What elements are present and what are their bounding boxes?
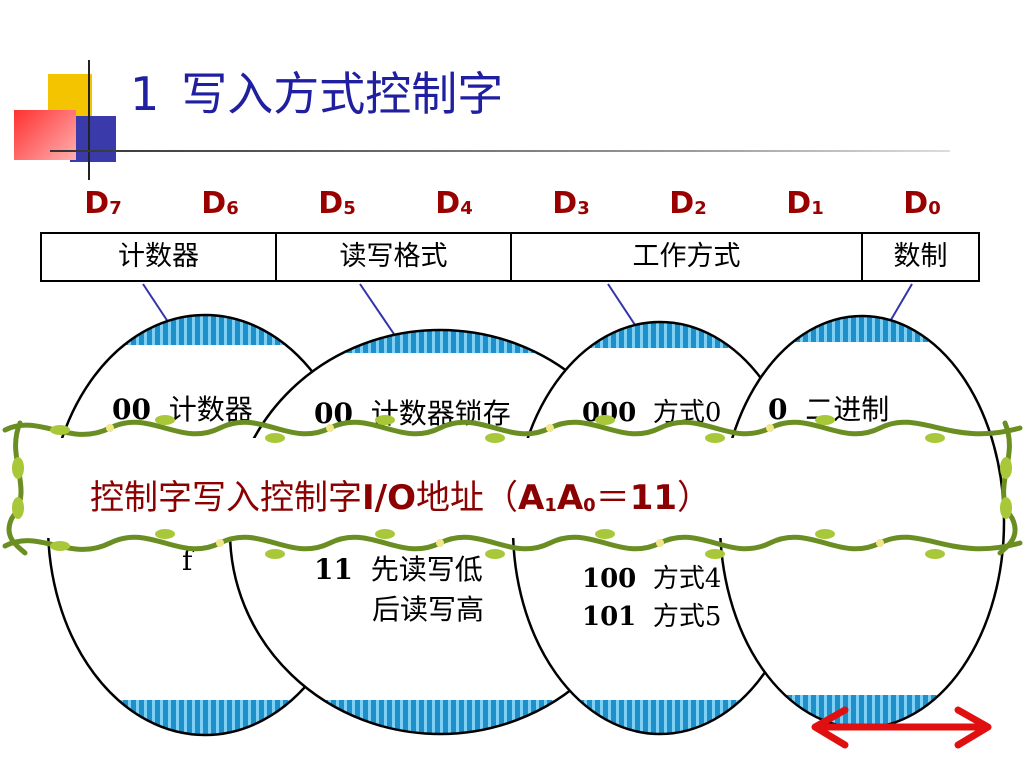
field-counter: 计数器 <box>40 232 277 282</box>
rw-line1: 00 计数器锁存 <box>314 397 511 430</box>
rw-line3: 后读写高 <box>372 593 485 626</box>
rw-line2: 11 先读写低 <box>314 553 483 586</box>
counter-line1: 00 计数器 <box>112 393 253 426</box>
bit-label-d2: D2 <box>669 186 707 221</box>
field-number-system: 数制 <box>861 232 980 282</box>
mode-line3: 101 方式5 <box>582 602 722 632</box>
title-number: 1 <box>130 67 160 121</box>
page-title: 1 写入方式控制字 <box>130 58 503 124</box>
double-arrow-icon <box>811 706 992 749</box>
bit-label-d6: D6 <box>201 186 239 221</box>
title-text: 写入方式控制字 <box>181 67 504 121</box>
connector-rw <box>359 283 399 341</box>
field-rw-format: 读写格式 <box>275 232 512 282</box>
bit-label-d1: D1 <box>786 186 824 221</box>
bit-label-d4: D4 <box>435 186 473 221</box>
counter-line2: f <box>182 544 193 577</box>
bit-label-d0: D0 <box>903 186 941 221</box>
bit-label-d5: D5 <box>318 186 356 221</box>
vine-banner <box>2 415 1023 559</box>
field-work-mode: 工作方式 <box>510 232 863 282</box>
mode-line2: 100 方式4 <box>582 564 722 594</box>
bit-label-d3: D3 <box>552 186 590 221</box>
title-underline <box>50 150 950 152</box>
bit-label-d7: D7 <box>84 186 122 221</box>
banner-caption: 控制字写入控制字I/O地址（A1A0＝11） <box>90 478 712 518</box>
